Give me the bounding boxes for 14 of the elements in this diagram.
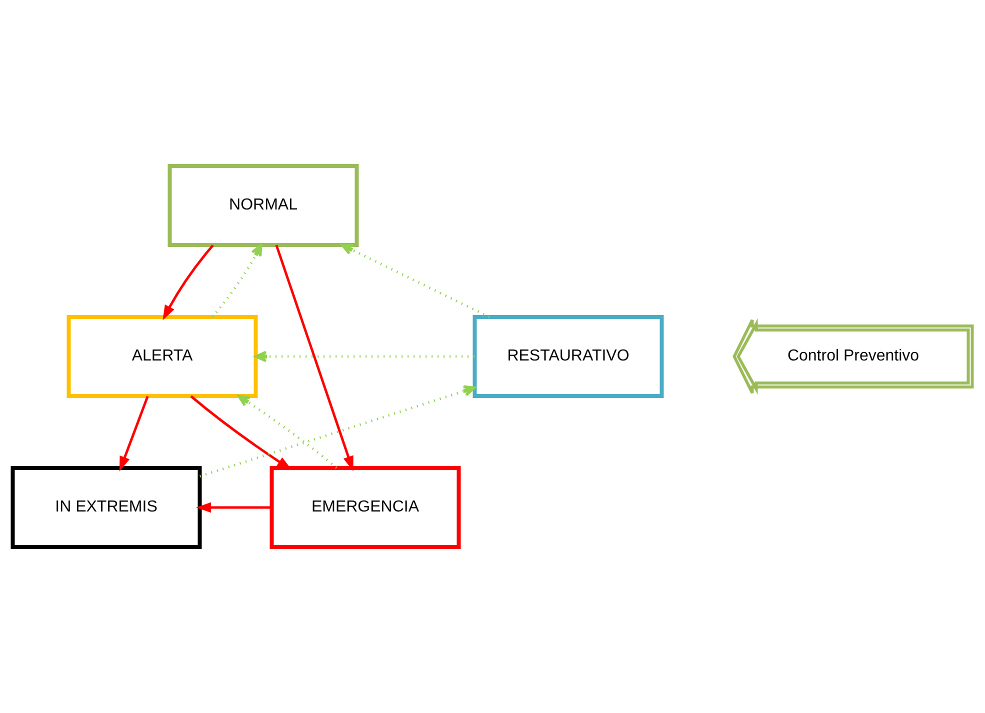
node-box: ALERTA: [66, 315, 258, 398]
arrow: [200, 385, 476, 478]
arrow: [196, 502, 272, 513]
node-box: IN EXTREMIS: [10, 466, 202, 549]
arrow: [340, 244, 490, 318]
arrow: [254, 350, 475, 362]
arrow: [162, 244, 214, 320]
node-box: NORMAL: [168, 164, 359, 247]
arrow: [211, 244, 262, 318]
node-box: EMERGENCIA: [270, 466, 461, 549]
arrow: [275, 244, 354, 472]
node-box: RESTAURATIVO: [472, 315, 664, 398]
arrow: [238, 394, 338, 469]
arrow: [119, 396, 149, 472]
